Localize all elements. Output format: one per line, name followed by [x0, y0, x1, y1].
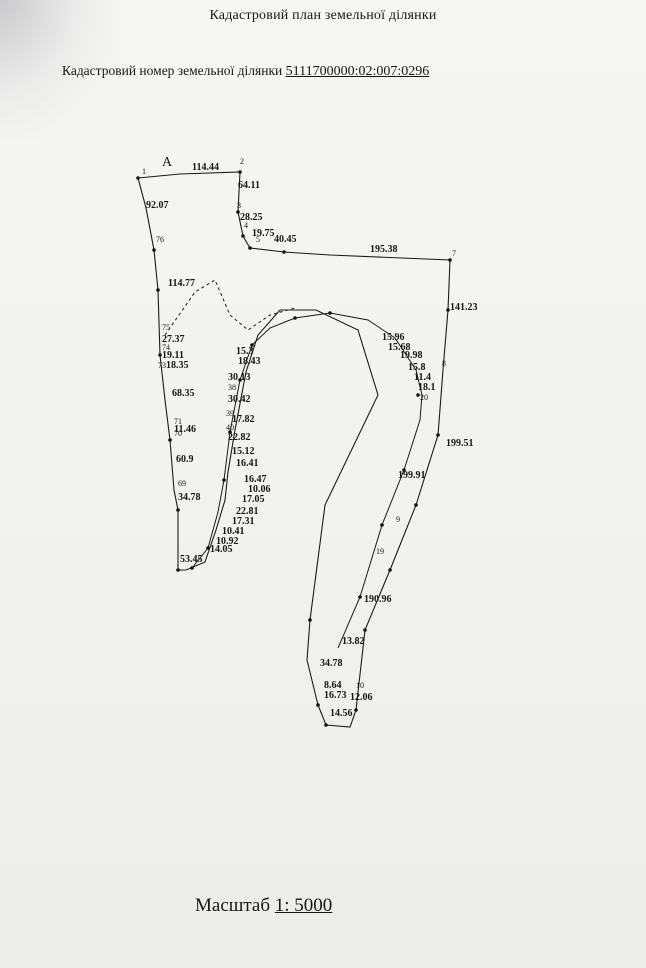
point-label: 73 — [158, 361, 166, 370]
segment-length: 18.1 — [418, 382, 436, 393]
point-label: 39 — [226, 409, 234, 418]
corner-letter: A — [162, 155, 173, 170]
point-label: 38 — [228, 383, 236, 392]
cadastral-number-line: Кадастровий номер земельної ділянки 5111… — [62, 63, 429, 80]
segment-length: 64.11 — [238, 180, 260, 191]
segment-length: 22.82 — [228, 432, 251, 443]
segment-length: 40.45 — [274, 234, 297, 245]
point-label: 9 — [396, 515, 400, 524]
point-label: 75 — [162, 323, 170, 332]
segment-length: 15.96 — [382, 332, 405, 343]
parcel-boundary-svg: A 1 2 3 4 5 7 8 9 10 19 20 38 39 40 69 7… — [136, 155, 478, 728]
point-label: 10 — [356, 681, 364, 690]
cadastral-number: 5111700000:02:007:0296 — [285, 64, 430, 79]
segment-length: 17.82 — [232, 414, 255, 425]
segment-length: 114.44 — [192, 162, 219, 173]
point-label: 3 — [237, 201, 241, 210]
segment-length: 28.25 — [240, 212, 263, 223]
segment-length: 16.47 — [244, 474, 267, 485]
point-label: 71 — [174, 417, 182, 426]
segment-length: 22.81 — [236, 506, 259, 517]
point-label: 7 — [452, 249, 456, 258]
segment-length: 30.42 — [228, 394, 251, 405]
segment-length: 19.98 — [400, 350, 423, 361]
point-label: 40 — [226, 423, 234, 432]
segment-length: 18.35 — [166, 360, 189, 371]
segment-length: 14.05 — [210, 544, 233, 555]
segment-length: 92.07 — [146, 200, 169, 211]
segment-length: 15.3 — [236, 346, 254, 357]
segment-length: 195.38 — [370, 244, 398, 255]
point-label: 1 — [142, 167, 146, 176]
point-label: 76 — [156, 235, 164, 244]
point-label: 20 — [420, 393, 428, 402]
segment-length: 114.77 — [168, 278, 195, 289]
segment-length: 10.06 — [248, 484, 271, 495]
segment-length: 34.78 — [178, 492, 201, 503]
segment-length: 27.37 — [162, 334, 185, 345]
cadastral-plan-drawing: A 1 2 3 4 5 7 8 9 10 19 20 38 39 40 69 7… — [120, 150, 500, 740]
segment-length: 15.68 — [388, 342, 411, 353]
internal-dashed-line — [164, 279, 296, 336]
segment-length: 17.05 — [242, 494, 265, 505]
segment-length: 17.31 — [232, 516, 255, 527]
parcel-outer-boundary — [137, 171, 451, 728]
point-label: 19 — [376, 547, 384, 556]
segment-length: 141.23 — [450, 302, 478, 313]
document-title: Кадастровий план земельної ділянки — [209, 8, 437, 23]
point-label: 4 — [244, 221, 248, 230]
point-label: 8 — [442, 359, 446, 368]
segment-length: 10.41 — [222, 526, 245, 537]
point-label: 74 — [162, 343, 170, 352]
cadastral-label: Кадастровий номер земельної ділянки — [62, 63, 283, 78]
segment-length: 34.78 — [320, 658, 343, 669]
segment-length: 8.64 — [324, 680, 342, 691]
scale-value: 1: 5000 — [274, 895, 333, 916]
segment-length: 60.9 — [176, 454, 194, 465]
point-label: 2 — [240, 157, 244, 166]
point-label: 69 — [178, 479, 186, 488]
segment-length: 11.46 — [174, 424, 196, 435]
segment-length: 199.51 — [446, 438, 474, 449]
point-label: 70 — [174, 429, 182, 438]
segment-length: 15.12 — [232, 446, 255, 457]
segment-length: 19.11 — [162, 350, 184, 361]
photo-shadow — [0, 0, 120, 140]
segment-length: 199.91 — [398, 470, 426, 481]
scale-label: Масштаб — [195, 895, 271, 916]
segment-length: 68.35 — [172, 388, 195, 399]
segment-length: 53.45 — [180, 554, 203, 565]
segment-length: 18.43 — [238, 356, 261, 367]
segment-length: 30.13 — [228, 372, 251, 383]
segment-length: 16.41 — [236, 458, 259, 469]
segment-length: 13.82 — [342, 636, 365, 647]
vertex-markers — [136, 170, 452, 727]
segment-length: 12.06 — [350, 692, 373, 703]
segment-length: 190.96 — [364, 594, 392, 605]
segment-length: 14.56 — [330, 708, 353, 719]
segment-length: 16.73 — [324, 690, 347, 701]
segment-length: 10.92 — [216, 536, 239, 547]
segment-length: 15.8 — [408, 362, 426, 373]
segment-length: 11.4 — [414, 372, 431, 383]
point-label: 5 — [256, 235, 260, 244]
scale-line: Масштаб 1: 5000 — [195, 895, 332, 917]
segment-length: 19.75 — [252, 228, 275, 239]
